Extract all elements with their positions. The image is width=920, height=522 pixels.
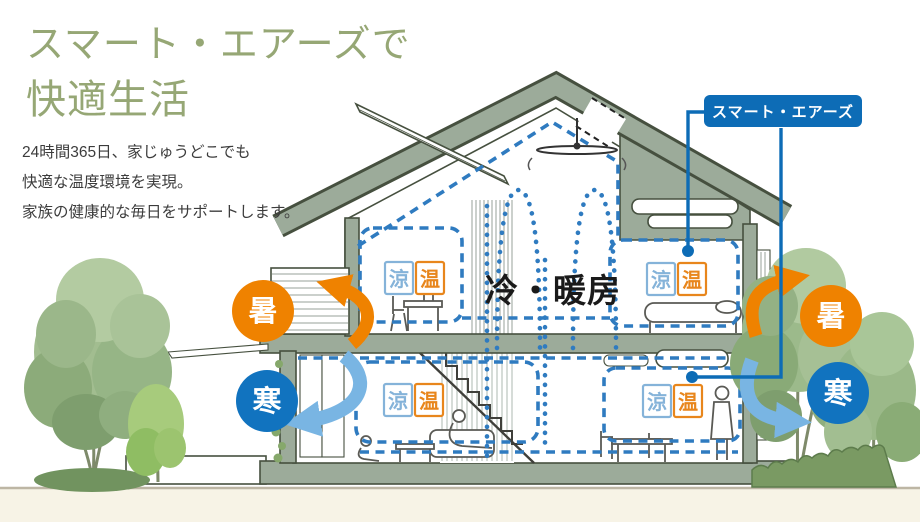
ceiling-fan-icon	[527, 118, 627, 171]
staircase	[417, 350, 535, 464]
room-temp-badges-1f-right: 涼 温	[641, 383, 704, 419]
page-title-line1: スマート・エアーズで	[26, 24, 411, 66]
tree-left	[24, 258, 186, 492]
first-floor-slab	[259, 460, 793, 485]
study-room-furniture	[390, 291, 443, 332]
system-label: 冷・暖房	[485, 272, 621, 309]
cold-air-arrow-right	[739, 357, 812, 439]
cold-badge-right: 寒	[807, 362, 869, 424]
entrance-awning	[167, 343, 269, 359]
svg-text:涼: 涼	[389, 267, 409, 291]
room-temp-badges-2f-right: 涼 温	[645, 261, 708, 297]
svg-text:寒: 寒	[252, 384, 281, 418]
cold-badge-left: 寒	[236, 370, 298, 432]
hot-air-arrow-left	[316, 274, 374, 350]
roof-vent-break	[575, 97, 627, 148]
callout-connectors	[682, 110, 783, 383]
page-title-line2: 快適生活	[26, 78, 190, 122]
cold-air-arrow-left	[284, 350, 367, 437]
svg-text:涼: 涼	[647, 390, 667, 414]
description-line: 家族の健康的な毎日をサポートします。	[22, 204, 300, 221]
svg-text:涼: 涼	[388, 389, 408, 413]
smart-airs-unit	[631, 198, 739, 229]
bedroom-furniture	[644, 300, 742, 333]
description: 24時間365日、家じゅうどこでも 快適な温度環境を実現。 家族の健康的な毎日を…	[22, 138, 411, 228]
room-temp-badges-1f-left: 涼 温	[382, 382, 445, 418]
svg-text:暑: 暑	[248, 296, 277, 328]
svg-text:涼: 涼	[651, 268, 671, 292]
svg-text:寒: 寒	[823, 376, 852, 410]
header: スマート・エアーズで 快適生活 24時間365日、家じゅうどこでも 快適な温度環…	[22, 14, 411, 228]
hot-badge-right: 暑	[800, 285, 862, 347]
svg-text:温: 温	[419, 389, 439, 413]
description-line: 快適な温度環境を実現。	[22, 174, 193, 191]
svg-text:暑: 暑	[816, 301, 845, 333]
smart-airs-callout-label: スマート・エアーズ	[704, 95, 862, 127]
svg-text:温: 温	[682, 268, 702, 292]
description-line: 24時間365日、家じゅうどこでも	[22, 144, 251, 161]
air-arrows	[284, 264, 812, 439]
roof	[272, 70, 793, 238]
svg-text:温: 温	[678, 390, 698, 414]
svg-text:温: 温	[420, 267, 440, 291]
hot-badge-left: 暑	[232, 280, 294, 342]
hedge	[751, 444, 898, 488]
room-temp-badges-2f-left: 涼 温	[383, 260, 446, 296]
ground	[0, 486, 920, 522]
